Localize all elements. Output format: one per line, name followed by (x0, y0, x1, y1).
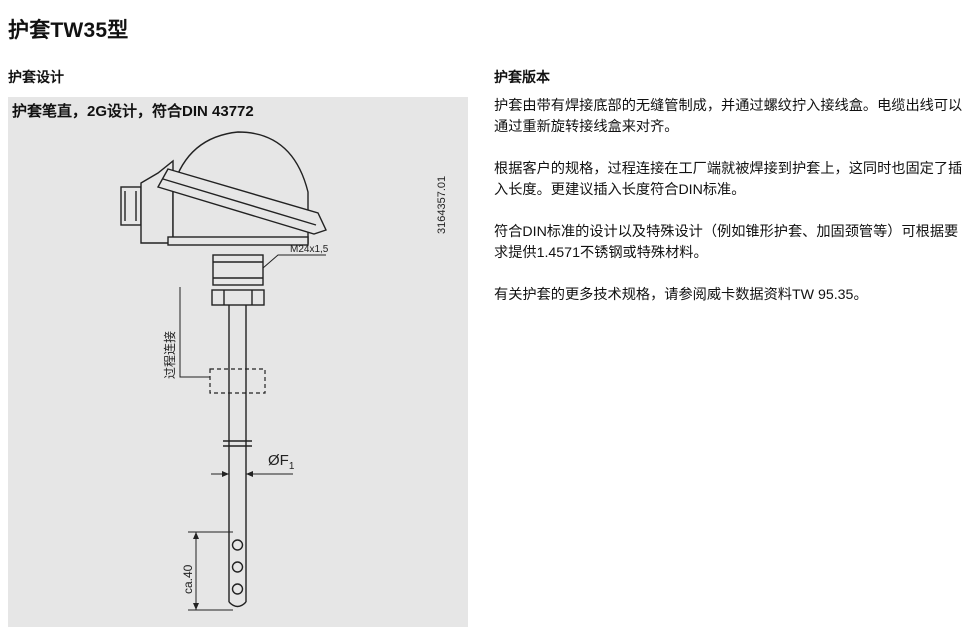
neck-thread (212, 254, 264, 286)
description-text: 护套由带有焊接底部的无缝管制成，并通过螺纹拧入接线盒。电缆出线可以通过重新旋转接… (494, 96, 969, 327)
paragraph-datasheet-reference: 有关护套的更多技术规格，请参阅威卡数据资料TW 95.35。 (494, 287, 868, 303)
figure-caption: 护套笔直，2G设计，符合DIN 43772 (12, 103, 254, 120)
head-base (167, 236, 309, 246)
process-connection-label: 过程连接 (162, 331, 177, 379)
process-connection-outline (209, 368, 266, 394)
paragraph-construction: 护套由带有焊接底部的无缝管制成，并通过螺纹拧入接线盒。电缆出线可以通过重新旋转接… (494, 98, 963, 135)
thermowell-drawing: 3164357.01 M24x1,5 过程连接 ØF1 ca.40 (120, 131, 448, 611)
paragraph-process-connection: 根据客户的规格，过程连接在工厂端就被焊接到护套上，这同时也固定了插入长度。更建议… (494, 161, 963, 198)
paragraph-special-designs: 符合DIN标准的设计以及特殊设计（例如锥形护套、加固颈管等）可根据要求提供1.4… (494, 224, 959, 261)
length-label: ca.40 (181, 564, 195, 594)
section-heading-thermowell-design: 护套设计 (8, 69, 64, 85)
doc-number-label: 3164357.01 (436, 176, 448, 234)
connection-head-lid (156, 168, 327, 235)
page-title: 护套TW35型 (8, 19, 129, 42)
section-heading-thermowell-version: 护套版本 (494, 69, 550, 85)
cable-gland (120, 186, 142, 226)
thread-label: M24x1,5 (290, 244, 329, 255)
hex-nut (211, 289, 265, 306)
diameter-label: ØF1 (268, 452, 295, 472)
